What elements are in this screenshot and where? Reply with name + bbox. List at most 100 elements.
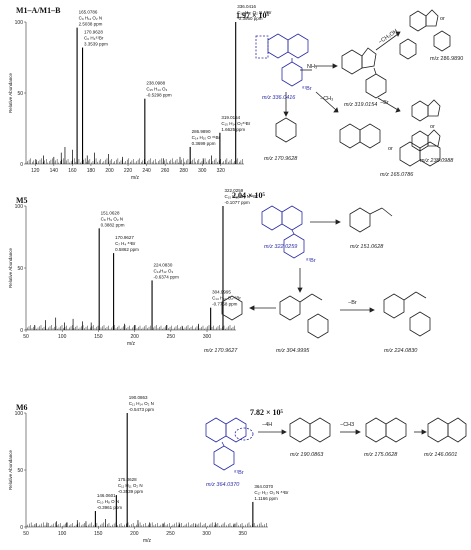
m1-frag-170: m/z 170.9628	[264, 156, 298, 162]
peak-label: C₁₁ H₁₁ O₂ N	[118, 483, 143, 488]
x-tick-label: 200	[105, 168, 114, 174]
panel-title-m6: M6	[16, 403, 28, 412]
peak-label: -0.7758 ppm	[212, 302, 238, 307]
peak-label: C₁₇ H₁₇ O₃ N ⁸¹Br	[254, 490, 289, 495]
panel-title-m5: M5	[16, 196, 28, 205]
m1-frag-286: m/z 286.9890	[430, 56, 463, 62]
y-axis-label: Relative Abundance	[8, 449, 13, 490]
m1-loss-ch3: −CH₃	[320, 96, 333, 102]
x-tick-label: 300	[203, 334, 212, 340]
peak-label: -0.3539 ppm	[118, 489, 144, 494]
m1-or-2: or	[430, 124, 435, 130]
y-tick-label: 100	[15, 411, 24, 417]
panel-title-m1: M1–A/M1–B	[16, 6, 61, 15]
x-tick-label: 160	[68, 168, 77, 174]
y-tick-label: 100	[15, 204, 24, 210]
peak-label: 319.0154	[221, 115, 240, 120]
x-axis-label: m/z	[143, 538, 152, 544]
peak-label: C₁₁ H₁₄ O₂ N	[129, 401, 154, 406]
m1-frag-165: m/z 165.0786	[380, 172, 414, 178]
scheme-m5: ⁸¹Br m/z 322.0259 m/z 151.0628 −Br m/z 3…	[204, 205, 431, 354]
peak-label: C₁₅ H₁₄ O₃	[146, 87, 167, 92]
intensity-m5: 2.04 × 10⁵	[232, 191, 265, 200]
peak-label: 146.0601	[97, 493, 116, 498]
peak-label: 151.0628	[101, 210, 120, 215]
y-axis-label: Relative Abundance	[8, 247, 13, 288]
x-tick-label: 180	[87, 168, 96, 174]
peak-label: 0.3882 ppm	[101, 222, 125, 227]
x-tick-label: 140	[50, 168, 59, 174]
m6-loss-4h: −4H	[262, 422, 272, 428]
peak-label: C₁₄ H₁₀ O ⁸¹Br	[192, 135, 221, 140]
peak-label: 1.6625 ppm	[221, 127, 245, 132]
m1-frag-319: m/z 319.0154	[344, 102, 377, 108]
peak-label: C₈ H₉ O₂ N	[101, 216, 123, 221]
m6-frag-190: m/z 190.0863	[290, 452, 324, 458]
x-tick-label: 50	[23, 531, 29, 537]
x-tick-label: 300	[198, 168, 207, 174]
x-tick-label: 260	[161, 168, 170, 174]
m1-or-3: or	[388, 146, 393, 152]
peak-label: C₁₅ H₁₅ O₂ N⁸¹Br	[224, 194, 258, 199]
x-tick-label: 250	[166, 531, 175, 537]
y-tick-label: 50	[17, 468, 23, 474]
m5-frag-224: m/z 224.0830	[384, 348, 418, 354]
y-tick-label: 0	[20, 162, 23, 168]
peak-label: -0.5473 ppm	[129, 407, 155, 412]
x-tick-label: 150	[94, 334, 103, 340]
peak-label: 364.0370	[254, 484, 273, 489]
x-axis-label: m/z	[131, 175, 140, 181]
x-tick-label: 120	[31, 168, 40, 174]
m6-br-label: ⁸¹Br	[234, 469, 244, 476]
x-tick-label: 320	[217, 168, 226, 174]
x-tick-label: 250	[167, 334, 176, 340]
peak-label: C₇ H₄ ⁸¹Br	[115, 241, 136, 246]
m1-nh-label: NH₃	[307, 64, 317, 70]
x-axis-label: m/z	[127, 341, 136, 347]
peak-label: C₁₄ H₁₂ O₂⁸¹Br	[212, 296, 241, 301]
peak-label: 3.3539 ppm	[84, 42, 108, 47]
peak-label: C₁₅ H₁₇ O₂ N ⁸¹Br	[237, 10, 272, 15]
peak-label: -0.3950 ppm	[237, 16, 263, 21]
peak-label: 170.9627	[115, 235, 134, 240]
peak-label: 170.9628	[84, 30, 103, 35]
scheme-m6: −4H −CH3 ⁸¹Br m/z 364.0370 m/z 190.0863 …	[205, 417, 467, 488]
m6-parent-mz: m/z 364.0370	[206, 482, 240, 488]
peak-label: 165.0786	[79, 10, 98, 15]
m5-br-label: ⁸¹Br	[306, 257, 316, 264]
y-tick-label: 0	[20, 525, 23, 531]
peak-label: 0.5862 ppm	[115, 247, 139, 252]
m5-parent-mz: m/z 322.0259	[264, 244, 297, 250]
m5-frag-170: m/z 170.9627	[204, 348, 238, 354]
y-tick-label: 50	[17, 266, 23, 272]
peak-label: 238.0988	[146, 81, 165, 86]
peak-label: 286.9890	[192, 129, 211, 134]
m6-frag-175: m/z 175.0628	[364, 452, 398, 458]
intensity-m1: 1.97 × 10⁵	[236, 11, 269, 20]
y-axis-label: Relative Abundance	[8, 72, 13, 113]
peak-label: 304.9995	[212, 290, 231, 295]
m1-loss-br: −Br	[380, 100, 389, 106]
peak-label: C₁₀ H₈ O N	[97, 499, 119, 504]
peak-label: -0.6374 ppm	[154, 274, 180, 279]
x-tick-label: 150	[94, 531, 103, 537]
peak-label: C₁₄H₁₂ O₃	[154, 268, 174, 273]
m5-frag-305: m/z 304.9995	[276, 348, 310, 354]
peak-label: -0.5298 ppm	[146, 93, 172, 98]
peak-label: 322.0259	[224, 188, 243, 193]
x-tick-label: 50	[23, 334, 29, 340]
peak-label: -0.1077 ppm	[224, 200, 250, 205]
x-tick-label: 240	[142, 168, 151, 174]
peak-label: 2.5038 ppm	[79, 22, 103, 27]
x-tick-label: 200	[130, 531, 139, 537]
peak-label: 1.1166 ppm	[254, 496, 278, 501]
peak-label: 190.0863	[129, 395, 148, 400]
x-tick-label: 300	[202, 531, 211, 537]
x-tick-label: 350	[239, 531, 248, 537]
m1-frag-238: m/z 238.0988	[420, 158, 454, 164]
y-tick-label: 0	[20, 328, 23, 334]
intensity-m6: 7.82 × 10⁵	[250, 408, 283, 417]
scheme-m1: NH₃ ⁸¹Br m/z 336.0416 −CH₃OH m/z 286.989…	[255, 9, 463, 178]
